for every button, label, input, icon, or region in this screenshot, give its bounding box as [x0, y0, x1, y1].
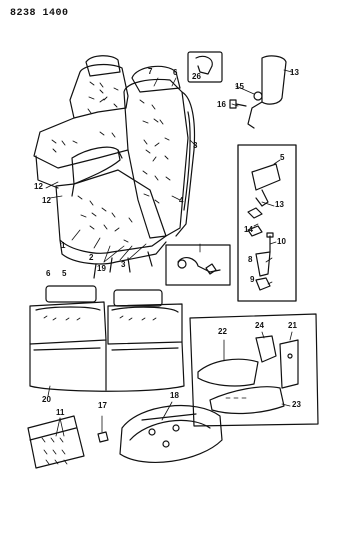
callout-19: 19 — [97, 264, 106, 273]
clip-17 — [97, 415, 109, 443]
spring-pad — [27, 415, 85, 469]
callout-9: 10 — [277, 237, 286, 246]
callout-3b: 3 — [121, 260, 126, 269]
callout-14: 14 — [244, 225, 253, 234]
callout-12b: 13 — [290, 68, 299, 77]
callout-1: 1 — [61, 241, 66, 250]
callout-11: 12 — [34, 182, 43, 191]
document-id: 8238 1400 — [10, 8, 69, 19]
callout-5: 7 — [148, 67, 153, 76]
callout-13: 13 — [275, 200, 284, 209]
seat-frame — [119, 401, 223, 464]
leader-lines-seat — [45, 77, 197, 263]
trim-panel-box — [189, 313, 319, 427]
callout-12: 12 — [42, 196, 51, 205]
harness-box — [165, 243, 231, 286]
callout-6b: 6 — [46, 269, 51, 278]
callout-3: 3 — [193, 141, 198, 150]
callout-16: 16 — [217, 100, 226, 109]
split-seat-front — [29, 285, 185, 397]
callout-2: 2 — [89, 253, 94, 262]
callout-18: 18 — [170, 391, 179, 400]
headrest-bracket — [229, 55, 293, 129]
callout-7: 8 — [248, 255, 253, 264]
bench-seat-assembly — [33, 55, 196, 279]
callout-21: 21 — [288, 321, 297, 330]
callout-25: 26 — [192, 72, 201, 81]
callout-24: 24 — [255, 321, 264, 330]
callout-8: 9 — [250, 275, 255, 284]
callout-5b: 5 — [280, 153, 285, 162]
callout-17: 17 — [98, 401, 107, 410]
callout-20: 20 — [42, 395, 51, 404]
callout-15: 15 — [235, 82, 244, 91]
callout-4: 4 — [179, 196, 184, 205]
callout-5c: 5 — [62, 269, 67, 278]
callout-6: 6 — [173, 68, 178, 77]
callout-22: 22 — [218, 327, 227, 336]
callout-23: 23 — [292, 400, 301, 409]
callout-10: 11 — [56, 408, 65, 417]
latch-box — [237, 144, 297, 302]
clip-detail — [187, 51, 223, 83]
